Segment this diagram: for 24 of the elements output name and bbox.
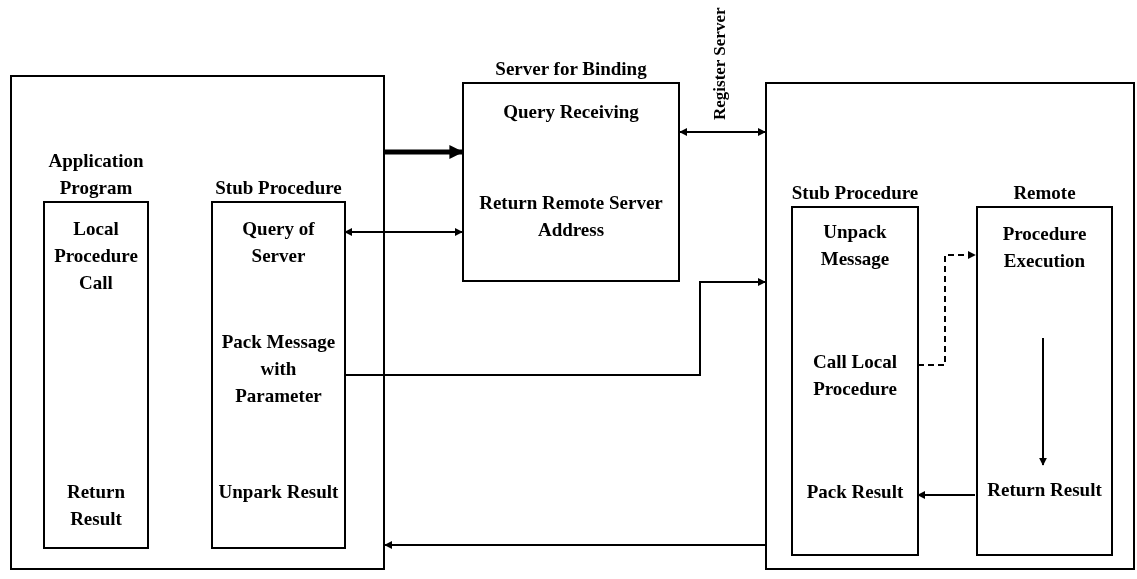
step-text: Query Receiving xyxy=(502,100,640,124)
arrow xyxy=(917,491,976,499)
step-text: Procedure Execution xyxy=(1001,222,1088,273)
step-text: Call Local Procedure xyxy=(812,350,898,401)
column-heading: Stub Procedure xyxy=(790,181,920,205)
arrow xyxy=(385,145,464,159)
step-text: Query of Server xyxy=(241,217,316,268)
step-text: Return Result xyxy=(65,480,127,531)
column-heading: Application Program xyxy=(47,149,145,200)
arrow xyxy=(344,228,463,236)
column-heading: Server for Binding xyxy=(494,57,648,81)
step-text: Pack Result xyxy=(805,480,905,504)
column-heading: Stub Procedure xyxy=(214,176,343,200)
column-heading: Remote xyxy=(1012,181,1077,205)
step-text: Return Result xyxy=(986,478,1103,502)
arrow xyxy=(917,251,976,366)
arrow xyxy=(679,128,766,136)
step-text: Unpack Message xyxy=(819,220,891,271)
step-text: Return Remote Server Address xyxy=(478,191,664,242)
step-text: Local Procedure Call xyxy=(53,217,139,295)
arrow xyxy=(384,541,766,549)
step-text: Unpark Result xyxy=(217,480,340,504)
arrow xyxy=(344,278,766,376)
step-text: Pack Message with Parameter xyxy=(220,330,337,408)
